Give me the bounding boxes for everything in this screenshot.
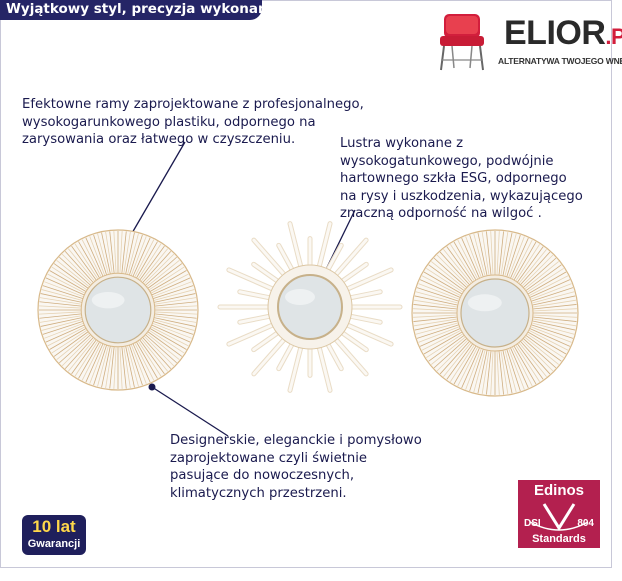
callout-line: Lustra wykonane z [340, 136, 464, 151]
chair-icon [440, 14, 484, 71]
edinos-certificate: Edinos DSI 804 Standards [518, 480, 600, 548]
callout-line: Designerskie, eleganckie i pomysłowo [170, 433, 422, 448]
callout-design: Designerskie, eleganckie i pomysłowo zap… [170, 432, 422, 502]
logo-tagline: ALTERNATYWA TWOJEGO WNĘTRZA [498, 56, 622, 66]
header-title: Wyjątkowy styl, precyzja wykonania! [6, 1, 288, 17]
round-mirror-left [37, 229, 199, 391]
round-mirror-right [411, 229, 579, 397]
callout-line: wysokogarunkowego plastiku, odpornego na [22, 114, 316, 130]
logo-brand: ELIOR [504, 14, 606, 52]
callout-line: zaprojektowane czyli świetnie [170, 450, 367, 466]
header-banner: Wyjątkowy styl, precyzja wykonania! [0, 0, 287, 20]
logo-wordmark: ELIOR.PL [504, 14, 622, 53]
callout-line: wysokogatunkowego, podwójnie [340, 153, 554, 169]
warranty-badge: 10 lat Gwarancji [22, 515, 86, 555]
warranty-label: Gwarancji [27, 538, 81, 550]
warranty-years: 10 lat [32, 517, 76, 536]
certificate-code-left: DSI [524, 518, 541, 529]
elior-logo[interactable]: ELIOR.PL ALTERNATYWA TWOJEGO WNĘTRZA [432, 10, 622, 76]
certificate-name: Edinos [533, 482, 584, 499]
callout-line: zarysowania oraz łatwego w czyszczeniu. [22, 132, 296, 147]
callout-line: pasujące do nowoczesnych, [170, 468, 355, 483]
certificate-standards: Standards [532, 533, 586, 545]
callout-mirrors: Lustra wykonane z wysokogatunkowego, pod… [340, 135, 583, 223]
callout-frames: Efektowne ramy zaprojektowane z profesjo… [22, 96, 364, 149]
checkmark-icon [529, 503, 589, 531]
callout-line: Efektowne ramy zaprojektowane z profesjo… [22, 97, 364, 112]
callout-line: znaczną odporność na wilgoć . [340, 206, 542, 221]
logo-domain: .PL [605, 24, 622, 49]
sunburst-mirror [217, 221, 403, 393]
callout-line: klimatycznych przestrzeni. [170, 485, 347, 501]
certificate-code-right: 804 [577, 518, 594, 529]
callout-line: hartownego szkła ESG, odpornego [340, 171, 567, 186]
callout-line: na rysy i uszkodzenia, wykazującego [340, 188, 583, 204]
